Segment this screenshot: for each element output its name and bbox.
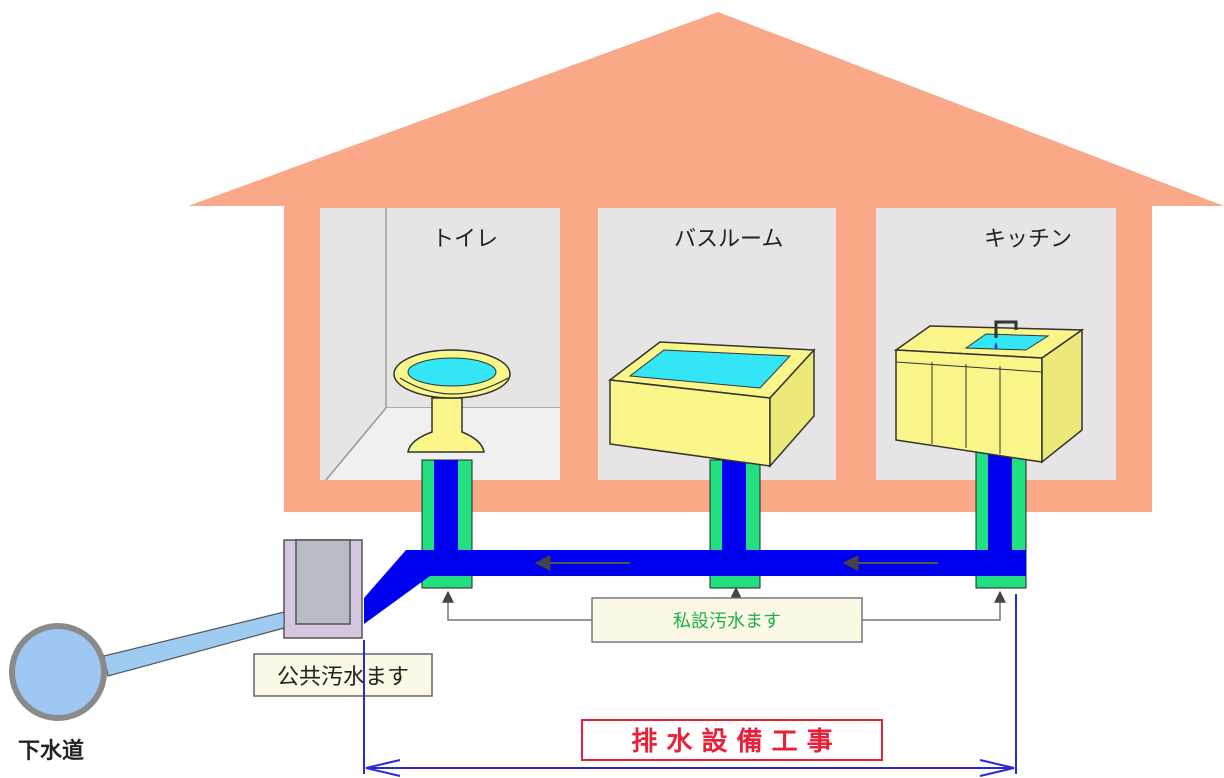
sewer-label: 下水道 bbox=[18, 738, 84, 764]
public-basin-label-box bbox=[253, 653, 433, 697]
room-label-bathroom: バスルーム bbox=[674, 227, 783, 252]
house-roof bbox=[188, 12, 1224, 206]
public-basin-label: 公共汚水ます bbox=[277, 665, 409, 690]
private-label-bracket-right bbox=[862, 590, 1006, 621]
private-basin-label-box bbox=[591, 597, 863, 643]
private-basin-label: 私設汚水ます bbox=[673, 611, 781, 632]
dimension-arrow-left bbox=[365, 759, 401, 777]
room-label-kitchen: キッチン bbox=[984, 227, 1072, 252]
drainage-work-label: 排 水 設 備 工 事 bbox=[631, 726, 832, 757]
public-basin bbox=[283, 539, 363, 639]
kitchen-sink-icon bbox=[893, 320, 1085, 464]
dimension-arrow-right bbox=[979, 759, 1015, 777]
drainage-work-label-box bbox=[581, 719, 883, 761]
sewer-main bbox=[9, 623, 107, 721]
bathtub-icon bbox=[608, 341, 816, 468]
private-label-bracket bbox=[442, 590, 592, 621]
room-toilet bbox=[320, 208, 560, 481]
room-label-toilet: トイレ bbox=[432, 227, 498, 252]
toilet-icon bbox=[393, 349, 511, 453]
